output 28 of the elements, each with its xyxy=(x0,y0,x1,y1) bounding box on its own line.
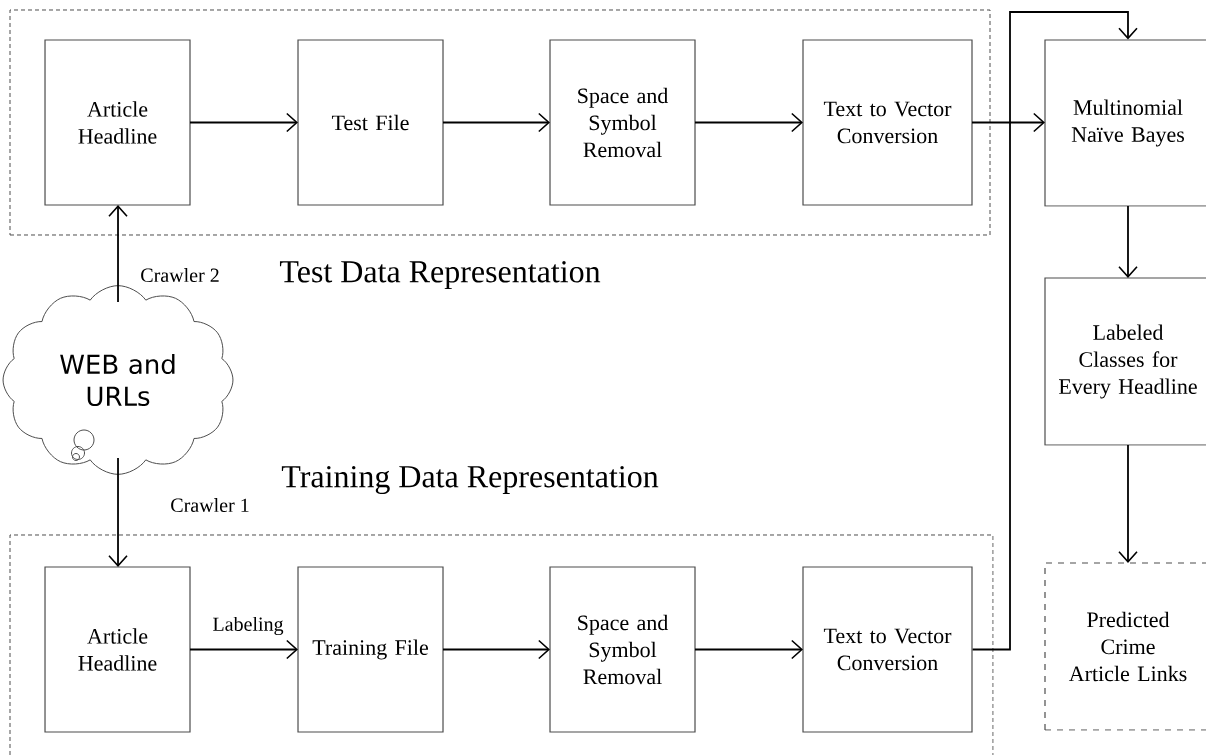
process-box: Article Headline xyxy=(44,566,191,733)
process-box: Training File xyxy=(297,566,444,733)
process-box: Test File xyxy=(297,39,444,206)
process-box: Text to Vector Conversion xyxy=(802,39,973,206)
process-box: Space and Symbol Removal xyxy=(549,39,696,206)
arrow xyxy=(1118,444,1138,563)
process-box: Text to Vector Conversion xyxy=(802,566,973,733)
arrow xyxy=(108,457,128,567)
process-box: Space and Symbol Removal xyxy=(549,566,696,733)
edge-label: Labeling xyxy=(210,614,286,638)
arrow xyxy=(694,639,803,660)
arrow xyxy=(1118,205,1138,278)
arrow xyxy=(108,205,128,303)
output-box: Predicted Crime Article Links xyxy=(1044,562,1206,731)
edge-label: Crawler 1 xyxy=(168,495,252,515)
arrow xyxy=(971,112,1045,133)
process-box: Labeled Classes for Every Headline xyxy=(1044,277,1206,446)
arrow xyxy=(971,11,1138,651)
process-box: Article Headline xyxy=(44,39,191,206)
arrow xyxy=(442,112,550,133)
process-box: Multinomial Naïve Bayes xyxy=(1044,39,1206,207)
edge-label: Crawler 2 xyxy=(138,265,222,285)
section-heading: Training Data Representation xyxy=(281,465,659,495)
arrow xyxy=(694,112,803,133)
section-heading: Test Data Representation xyxy=(279,261,601,289)
arrow xyxy=(189,639,298,660)
arrow xyxy=(189,112,298,133)
arrow xyxy=(442,639,550,660)
